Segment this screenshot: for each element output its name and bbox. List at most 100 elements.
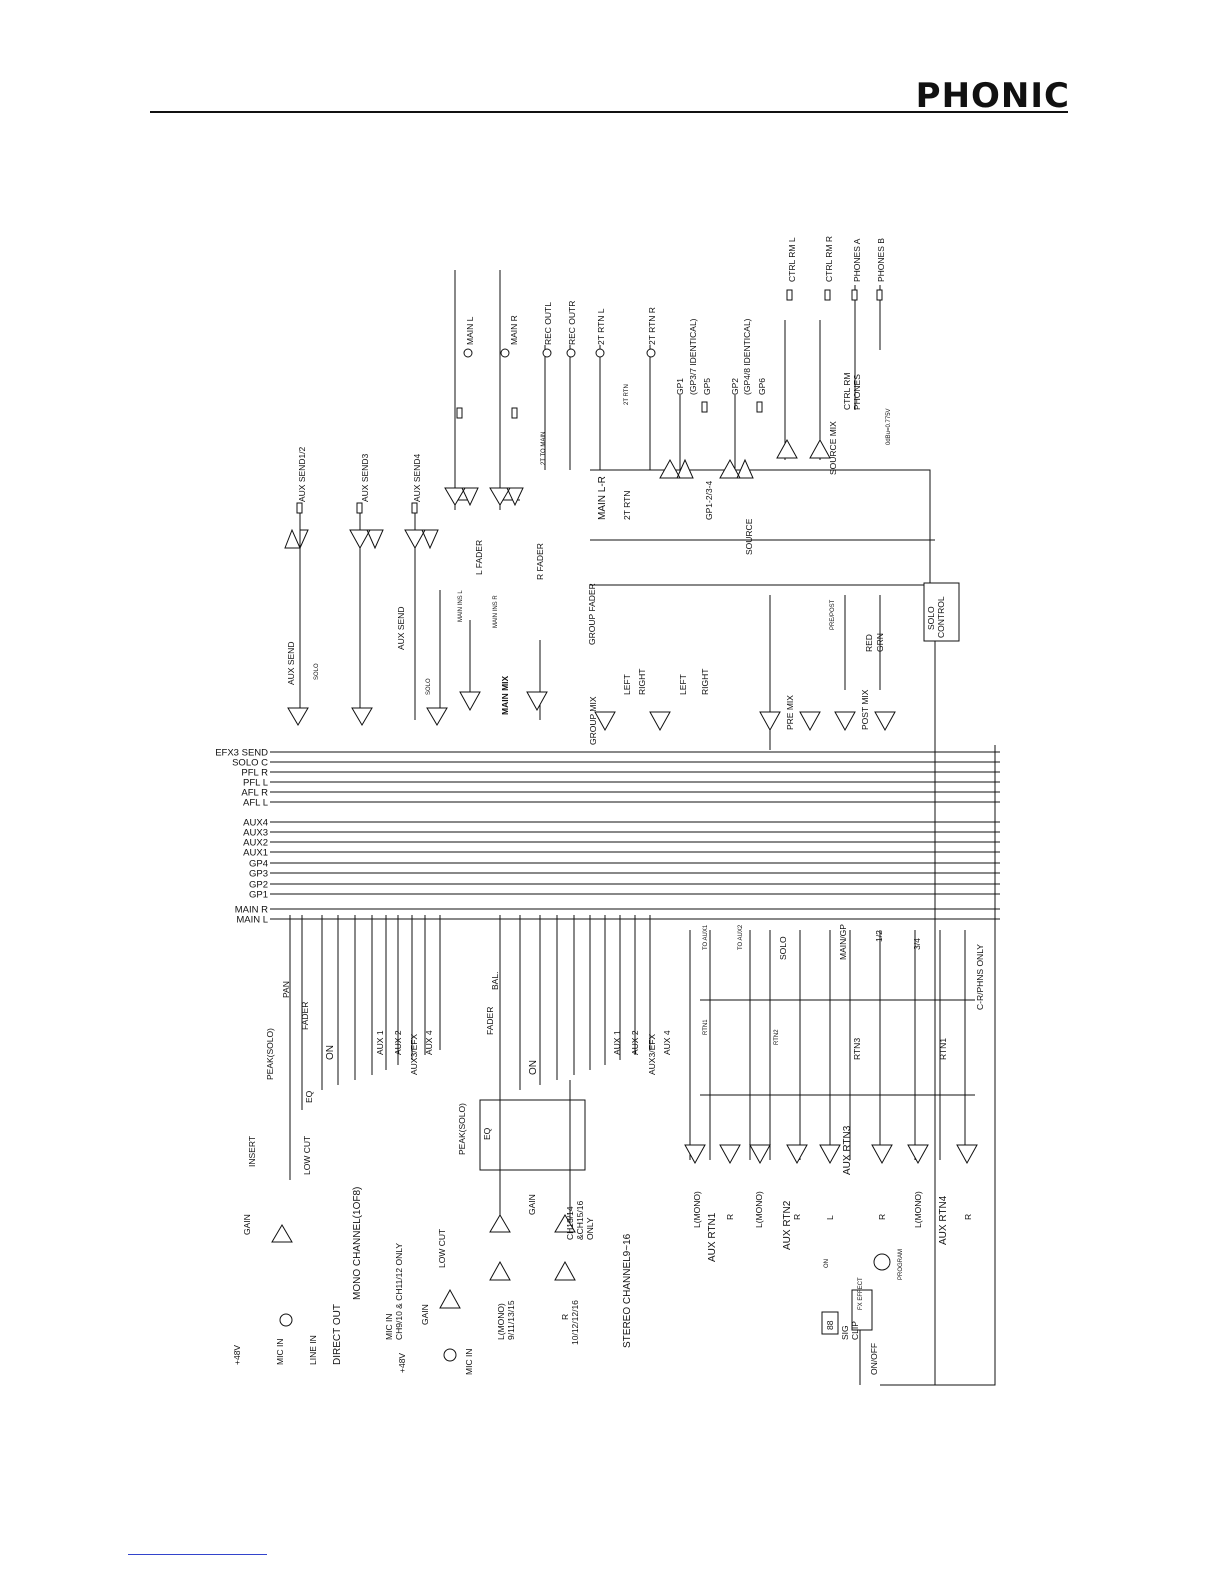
label-gp5: GP5 bbox=[702, 378, 712, 395]
label-2t-rtn-small: 2T RTN bbox=[624, 384, 630, 405]
label-gp2: GP2 bbox=[730, 378, 740, 395]
label-main-lr: MAIN L-R bbox=[597, 476, 608, 520]
label-2t-to-main: 2T TO MAIN bbox=[541, 432, 547, 465]
label-rtn1-small: RTN1 bbox=[703, 1019, 709, 1035]
bus-label: PFL L bbox=[243, 778, 268, 789]
bus-label: AFL L bbox=[243, 798, 268, 809]
label-aux3-efx: AUX3/EFX bbox=[409, 1034, 419, 1075]
label-mic-in-ch-only: CH9/10 & CH11/12 ONLY bbox=[394, 1243, 404, 1340]
label-clip: CLIP bbox=[850, 1321, 860, 1340]
label-sig: SIG bbox=[840, 1325, 850, 1340]
label-eq: EQ bbox=[304, 1090, 314, 1103]
label-bal: BAL. bbox=[490, 972, 500, 990]
label-aux-send12: AUX SEND1/2 bbox=[297, 446, 307, 502]
label-s-aux-2: AUX 2 bbox=[630, 1030, 640, 1055]
bus-label: GP4 bbox=[249, 859, 268, 870]
label-mono-channel: MONO CHANNEL(1OF8) bbox=[352, 1187, 363, 1300]
brand-logo: PHONIC bbox=[915, 76, 1070, 116]
label-stereo-r-ch: 10/12/12/16 bbox=[570, 1300, 580, 1345]
bus-label: AUX1 bbox=[243, 848, 268, 859]
label-main-gp: MAIN/GP bbox=[838, 924, 848, 960]
label-phones-a: PHONES A bbox=[852, 238, 862, 282]
label-solo-3: SOLO bbox=[778, 936, 788, 960]
bus-label: GP1 bbox=[249, 890, 268, 901]
label-pan: PAN bbox=[281, 981, 291, 998]
label-gp1234: GP1-2/3-4 bbox=[704, 481, 714, 520]
label-peak-solo: PEAK(SOLO) bbox=[265, 1028, 275, 1080]
label-solo-1: SOLO bbox=[314, 663, 320, 680]
label-aux-send-a: AUX SEND bbox=[286, 642, 296, 685]
label-solo-2: SOLO bbox=[426, 678, 432, 695]
label-insert: INSERT bbox=[247, 1136, 257, 1167]
label-aux-1: AUX 1 bbox=[375, 1030, 385, 1055]
diagram-labels: AUX SEND1/2 AUX SEND3 AUX SEND4 AUX SEND… bbox=[232, 236, 985, 1375]
label-on-3: ON bbox=[824, 1259, 830, 1268]
bus-label: EFX3 SEND bbox=[215, 748, 268, 759]
label-group-fader: GROUP FADER bbox=[587, 583, 597, 645]
label-fader-2: FADER bbox=[485, 1007, 495, 1035]
label-aux-rtn2: AUX RTN2 bbox=[782, 1200, 793, 1250]
label-aux-rtn1-l: L(MONO) bbox=[692, 1191, 702, 1228]
label-source: SOURCE bbox=[744, 518, 754, 555]
label-to-aux2: TO AUX2 bbox=[738, 924, 744, 950]
label-3-4: 3/4 bbox=[912, 938, 922, 950]
label-mic-in-2: MIC IN bbox=[464, 1349, 474, 1375]
label-phones-b: PHONES B bbox=[876, 238, 886, 282]
label-gain-2: GAIN bbox=[420, 1304, 430, 1325]
label-ctrl-rm-phones-1: CTRL RM bbox=[842, 373, 852, 410]
label-stereo-r: R bbox=[560, 1314, 570, 1320]
label-pre-mix: PRE MIX bbox=[785, 695, 795, 730]
label-effect: FX EFFECT bbox=[858, 1277, 864, 1310]
label-on-off: ON/OFF bbox=[869, 1343, 879, 1375]
label-main-l: MAIN L bbox=[465, 316, 475, 345]
label-aux-rtn4-l: L(MONO) bbox=[913, 1191, 923, 1228]
label-2t-rtn-switch: 2T RTN bbox=[622, 491, 632, 520]
label-s-aux3-efx: AUX3/EFX bbox=[647, 1034, 657, 1075]
bus-label: GP3 bbox=[249, 869, 268, 880]
bus-label: AUX2 bbox=[243, 838, 268, 849]
label-on: ON bbox=[325, 1045, 336, 1060]
label-main-r: MAIN R bbox=[509, 315, 519, 345]
label-rtn1: RTN1 bbox=[938, 1038, 948, 1060]
label-main-ins-r: MAIN INS R bbox=[493, 595, 499, 628]
label-display: 88 bbox=[825, 1320, 835, 1330]
label-aux-send-b: AUX SEND bbox=[396, 607, 406, 650]
label-rec-outr: REC OUTR bbox=[567, 301, 577, 345]
label-group-mix: GROUP MIX bbox=[588, 696, 598, 745]
label-0dbu: 0dBu=0.775V bbox=[886, 408, 892, 445]
label-mic-in-ch: MIC IN bbox=[384, 1314, 394, 1340]
label-post-mix: POST MIX bbox=[860, 689, 870, 730]
label-source-mix: SOURCE MIX bbox=[828, 421, 838, 475]
label-aux-2: AUX 2 bbox=[393, 1030, 403, 1055]
label-aux-rtn1-r: R bbox=[725, 1214, 735, 1220]
bus-label: MAIN R bbox=[235, 905, 268, 916]
label-aux-rtn3-l: L bbox=[825, 1215, 835, 1220]
label-aux-4: AUX 4 bbox=[424, 1030, 434, 1055]
label-aux-rtn4: AUX RTN4 bbox=[938, 1195, 949, 1245]
header-rule bbox=[150, 111, 1068, 113]
label-left-1: LEFT bbox=[622, 674, 632, 695]
bus-label: AUX3 bbox=[243, 828, 268, 839]
label-gp37: (GP3/7 IDENTICAL) bbox=[688, 318, 698, 395]
label-gain: GAIN bbox=[242, 1214, 252, 1235]
bus-label: MAIN L bbox=[236, 915, 268, 926]
label-direct-out: DIRECT OUT bbox=[332, 1304, 343, 1365]
label-gain-3: GAIN bbox=[527, 1194, 537, 1215]
label-rec-outl: REC OUTL bbox=[543, 302, 553, 345]
footer-link-underline[interactable] bbox=[128, 1554, 267, 1555]
bus-label: PFL R bbox=[241, 768, 268, 779]
label-gp1: GP1 bbox=[675, 378, 685, 395]
label-peak-solo-2: PEAK(SOLO) bbox=[457, 1103, 467, 1155]
label-on-2: ON bbox=[528, 1060, 539, 1075]
bus-label: SOLO C bbox=[232, 758, 268, 769]
label-gp48: (GP4/8 IDENTICAL) bbox=[742, 318, 752, 395]
label-stereo-l-mono: L(MONO) bbox=[496, 1303, 506, 1340]
label-stereo-l-ch: 9/11/13/15 bbox=[506, 1300, 516, 1340]
label-aux-rtn2-l: L(MONO) bbox=[754, 1191, 764, 1228]
jacks bbox=[279, 289, 960, 1362]
label-r-fader: R FADER bbox=[535, 543, 545, 580]
label-low-cut-2: LOW CUT bbox=[437, 1229, 447, 1268]
label-right-1: RIGHT bbox=[637, 669, 647, 695]
